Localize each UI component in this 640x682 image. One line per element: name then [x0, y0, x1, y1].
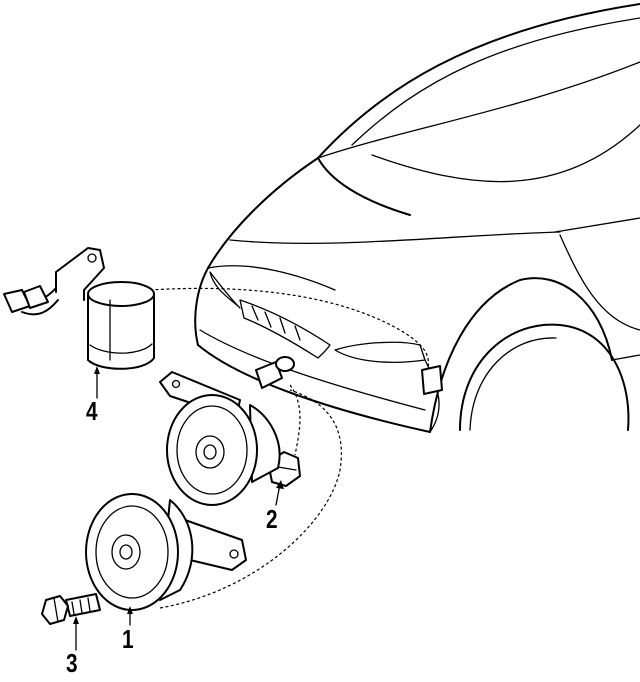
wiring-routes [149, 287, 429, 609]
leader-lines [73, 366, 284, 651]
callout-4: 4 [86, 396, 98, 426]
horn-upper [159, 371, 281, 506]
horn-relay-part-4 [3, 247, 155, 370]
callout-2: 2 [266, 504, 278, 534]
vehicle-outline [194, 3, 640, 433]
horn-lower-part-1 [85, 493, 247, 611]
callout-3: 3 [66, 648, 78, 678]
callout-1: 1 [122, 624, 134, 654]
bolt-part-3 [41, 593, 101, 625]
